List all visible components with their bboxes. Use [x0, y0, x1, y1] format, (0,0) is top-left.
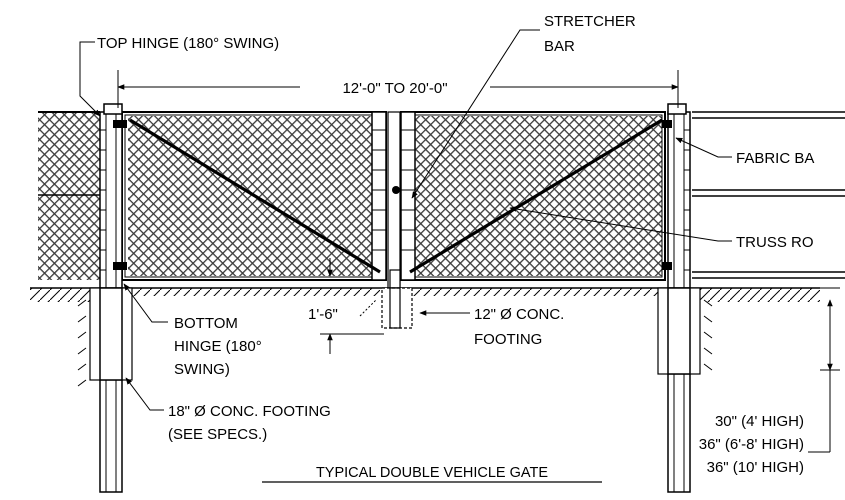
label-stretcher-bar-line2: BAR — [544, 38, 575, 55]
span-dimension: 12'-0" TO 20'-0" — [117, 70, 679, 108]
label-post-footing-line2: (SEE SPECS.) — [168, 426, 267, 443]
drawing-title: TYPICAL DOUBLE VEHICLE GATE — [262, 465, 602, 483]
leader-lines — [79, 29, 732, 411]
label-post-footing-line1: 18" Ø CONC. FOOTING — [168, 403, 331, 420]
depth-dimension — [808, 287, 840, 453]
center-footing — [381, 287, 413, 329]
label-fabric-band: FABRIC BA — [736, 150, 814, 167]
post-footing-right — [657, 287, 713, 375]
label-clearance: 1'-6" — [308, 306, 338, 323]
gate-post-right — [667, 103, 691, 493]
label-center-footing-line1: 12" Ø CONC. — [474, 306, 564, 323]
label-bottom-hinge-line2: HINGE (180° — [174, 338, 262, 355]
label-depth-line1: 30" (4' HIGH) — [715, 413, 804, 430]
title-text: TYPICAL DOUBLE VEHICLE GATE — [316, 465, 548, 481]
label-bottom-hinge-line1: BOTTOM — [174, 315, 238, 332]
post-footing-left — [77, 287, 133, 387]
label-bottom-hinge-line3: SWING) — [174, 361, 230, 378]
span-dimension-label: 12'-0" TO 20'-0" — [342, 80, 447, 97]
fence-fabric-left — [38, 111, 100, 280]
truss-rods — [129, 118, 663, 274]
clearance-dimension — [320, 258, 384, 354]
gate-leaf-left-frame — [121, 111, 387, 281]
label-top-hinge: TOP HINGE (180° SWING) — [97, 35, 279, 52]
label-center-footing-line2: FOOTING — [474, 331, 542, 348]
label-stretcher-bar-line1: STRETCHER — [544, 13, 636, 30]
ground-line — [30, 287, 820, 302]
fence-rails-right — [692, 111, 845, 279]
label-depth-line2: 36" (6'-8' HIGH) — [699, 436, 804, 453]
label-truss-rod: TRUSS RO — [736, 234, 814, 251]
fabric-bands — [100, 129, 690, 271]
label-depth-line3: 36" (10' HIGH) — [707, 459, 804, 476]
